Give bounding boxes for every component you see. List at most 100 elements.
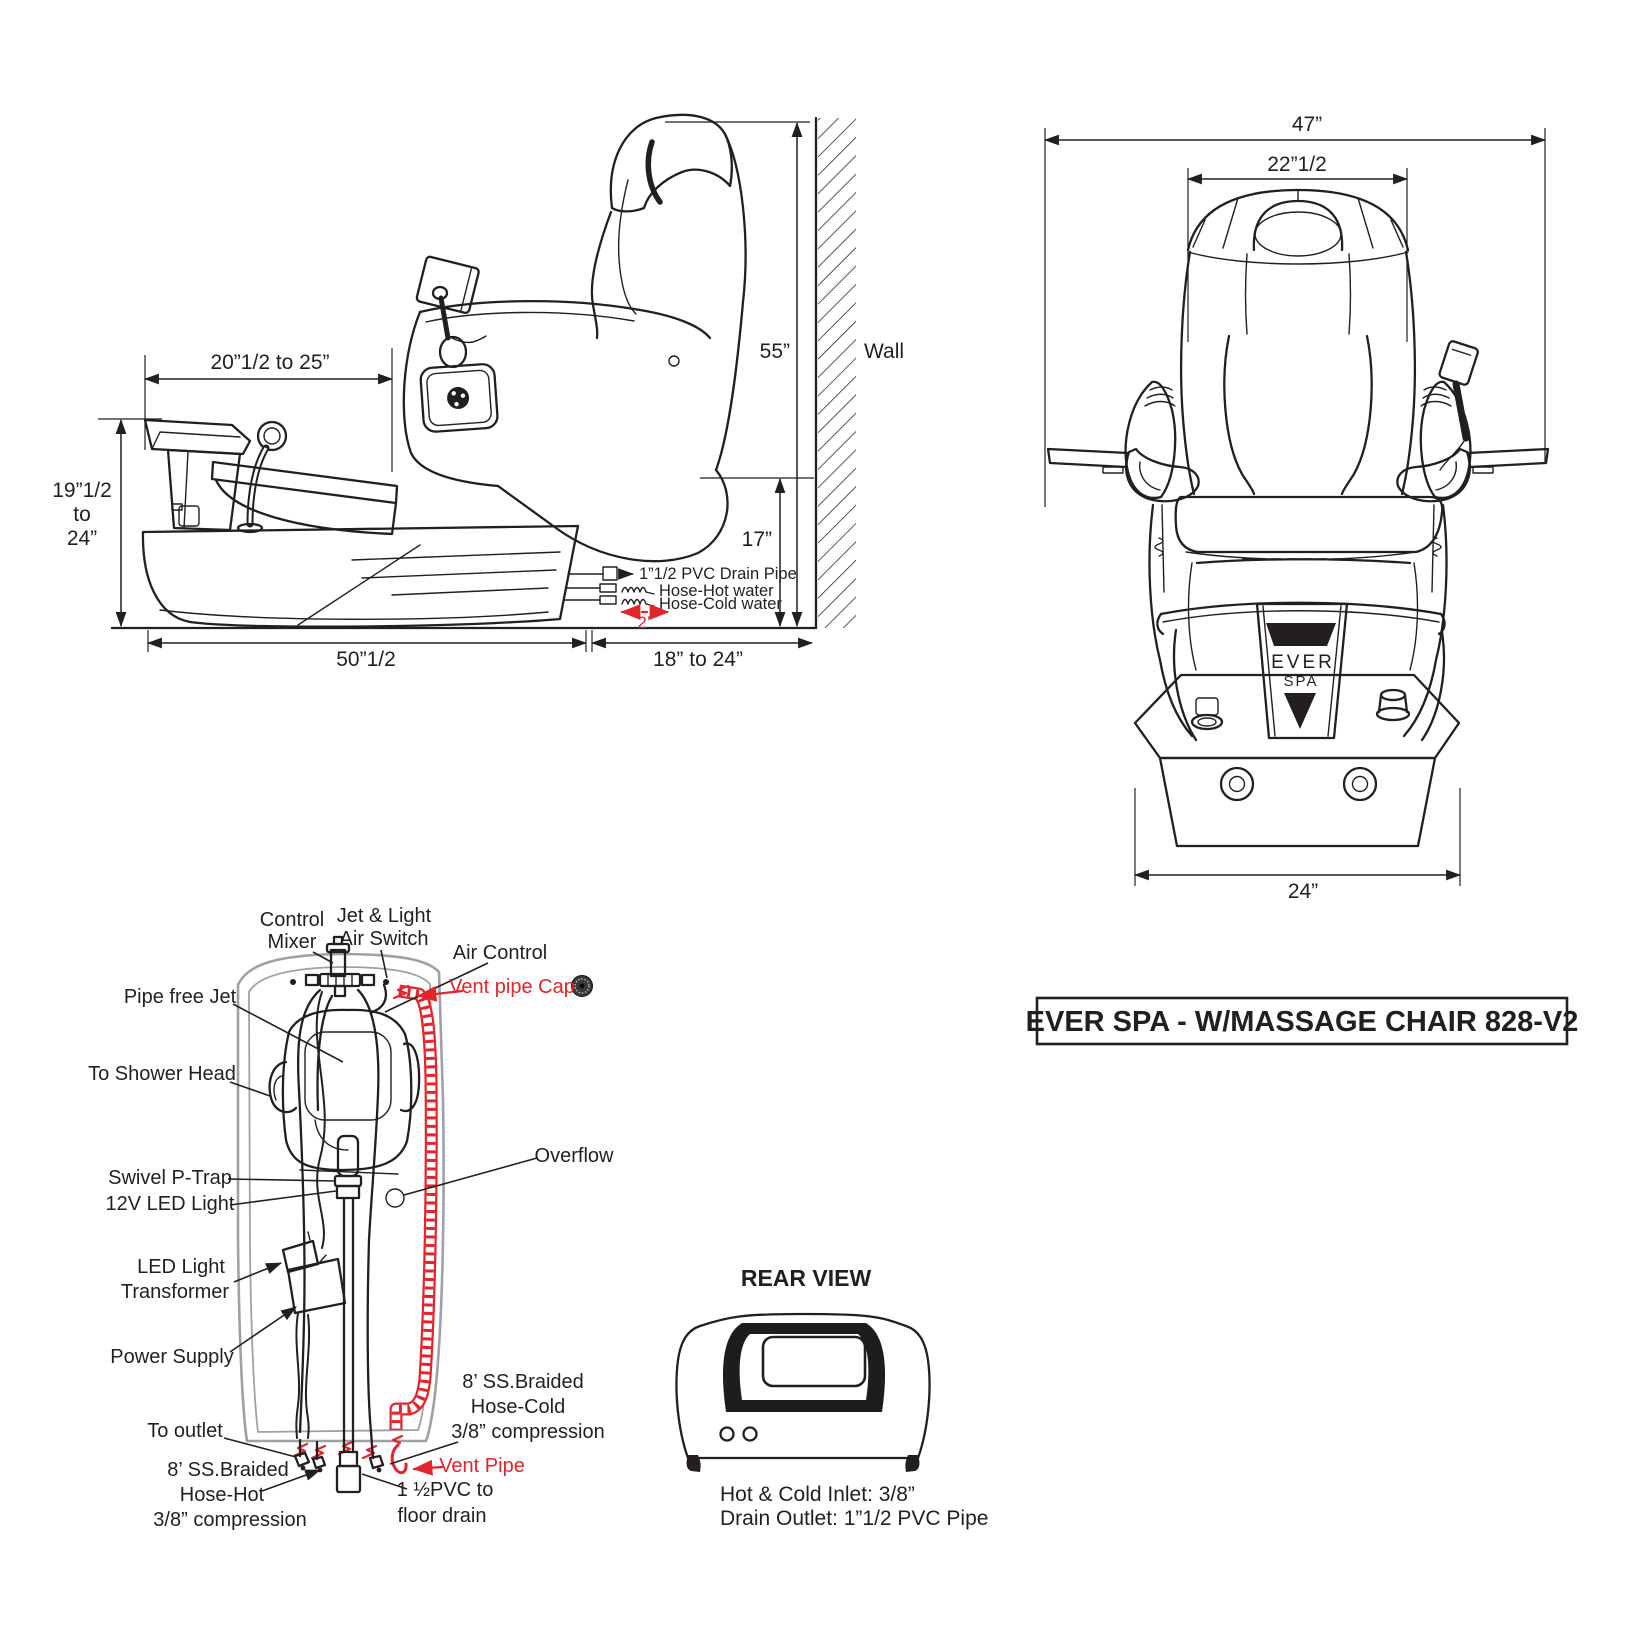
label-pvc-floor-1: 1 ½PVC to xyxy=(397,1479,494,1501)
vent-pipe-drawing xyxy=(292,984,438,1475)
wall: Wall xyxy=(814,116,904,630)
dim-footrest-depth: 20”1/2 to 25” xyxy=(143,348,394,472)
dim-basin-l2: to xyxy=(73,503,91,526)
label-vent-pipe-cap: Vent pipe Cap xyxy=(449,976,575,998)
callout-hose-hot: Hose-Hot water xyxy=(659,582,774,600)
dim-basin-l3: 24” xyxy=(67,527,97,550)
led-transformer-unit xyxy=(281,1231,347,1439)
dim-seat-height: 17” xyxy=(700,477,814,628)
label-led-transformer-2: Transformer xyxy=(121,1281,230,1303)
dim-base-label: 50”1/2 xyxy=(336,648,396,671)
wall-label: Wall xyxy=(864,340,904,363)
dim-base-width: 24” xyxy=(1133,788,1462,903)
right-knob xyxy=(1375,688,1411,722)
label-power-supply: Power Supply xyxy=(110,1346,233,1368)
wall-hatch xyxy=(818,118,856,628)
foot-basin xyxy=(210,460,399,536)
control-mixer-valve xyxy=(290,935,389,998)
dim-clearance-label: 18” to 24” xyxy=(653,648,743,671)
label-to-outlet: To outlet xyxy=(147,1420,223,1442)
footrest xyxy=(143,418,252,532)
base-front xyxy=(1133,673,1461,848)
side-view: Wall xyxy=(52,113,904,671)
drain-callouts: 1”1/2 PVC Drain Pipe Hose-Hot water Hose… xyxy=(618,565,797,613)
pocket-knob xyxy=(447,386,470,409)
jet-pump-unit xyxy=(268,1008,421,1208)
left-tray xyxy=(1046,447,1130,474)
logo-ever: EVER xyxy=(1271,652,1335,673)
headrest-slot xyxy=(645,139,663,205)
rear-window xyxy=(761,1335,867,1388)
dim-base-length: 50”1/2 xyxy=(146,630,588,671)
dim-seat-width: 22”1/2 xyxy=(1186,153,1409,342)
coil-cold xyxy=(621,598,655,607)
rear-view: REAR VIEW Hot & Cold Inlet: 3/8” Drain O… xyxy=(675,1265,988,1530)
logo-panel: EVER SPA xyxy=(1255,602,1349,740)
label-air-control: Air Control xyxy=(453,942,547,964)
label-air-switch: Air Switch xyxy=(340,928,429,950)
label-vent-pipe: Vent Pipe xyxy=(439,1455,525,1477)
dim-total-height: 55” xyxy=(665,121,810,628)
label-hose-hot-3: 3/8” compression xyxy=(153,1509,306,1531)
title-text: EVER SPA - W/MASSAGE CHAIR 828-V2 xyxy=(1026,1006,1579,1038)
front-view: EVER SPA 47” xyxy=(1043,113,1550,903)
label-hose-cold-1: 8’ SS.Braided xyxy=(462,1371,584,1393)
vent-pipe-cap-icon xyxy=(571,975,593,997)
chair-front-drawing: EVER SPA xyxy=(1046,188,1550,848)
label-12v-led-light: 12V LED Light xyxy=(106,1193,235,1215)
seat-pocket xyxy=(419,363,499,433)
label-jet-light: Jet & Light xyxy=(337,905,432,927)
dim-wall-clearance: 18” to 24” xyxy=(590,630,814,671)
rear-note-drain: Drain Outlet: 1”1/2 PVC Pipe xyxy=(720,1507,988,1530)
dim-overall-label: 47” xyxy=(1292,113,1322,136)
plumbing-labels: Control Mixer Jet & Light Air Switch Air… xyxy=(88,905,614,1531)
label-hose-hot-1: 8’ SS.Braided xyxy=(167,1459,289,1481)
title-block: EVER SPA - W/MASSAGE CHAIR 828-V2 xyxy=(1026,996,1579,1046)
dim-footrest-label: 20”1/2 to 25” xyxy=(210,351,329,374)
label-hose-hot-2: Hose-Hot xyxy=(180,1484,265,1506)
base-side xyxy=(141,524,580,628)
dim-basin-height: 19”1/2 to 24” xyxy=(52,418,162,628)
callout-drain-pipe: 1”1/2 PVC Drain Pipe xyxy=(639,565,797,583)
dim-height-label: 55” xyxy=(760,340,790,363)
label-overflow: Overflow xyxy=(535,1145,614,1167)
label-control-mixer: Control xyxy=(260,909,324,931)
plumbing-diagram: Control Mixer Jet & Light Air Switch Air… xyxy=(88,905,614,1531)
faucet xyxy=(236,420,288,534)
tablet-holder xyxy=(415,255,487,369)
label-pvc-floor-2: floor drain xyxy=(398,1505,487,1527)
rear-foot-right xyxy=(905,1455,920,1472)
overflow-fitting xyxy=(385,1188,405,1208)
logo-spa: SPA xyxy=(1284,673,1319,690)
logo-triangle xyxy=(1284,693,1316,729)
side-button xyxy=(668,355,680,367)
dim-base-width-label: 24” xyxy=(1288,880,1318,903)
chair-side-drawing xyxy=(141,113,747,628)
dim-basin-l1: 19”1/2 xyxy=(52,479,112,502)
label-to-shower-head: To Shower Head xyxy=(88,1063,236,1085)
left-knob xyxy=(1190,697,1224,731)
label-pipe-free-jet: Pipe free Jet xyxy=(124,986,237,1008)
dim-seat-width-label: 22”1/2 xyxy=(1267,153,1327,176)
remote-control xyxy=(1438,340,1479,471)
right-tray xyxy=(1466,447,1550,474)
label-control-mixer-2: Mixer xyxy=(268,931,317,953)
rear-port-2 xyxy=(742,1426,758,1442)
left-wing xyxy=(1124,380,1200,503)
dim-overall-width: 47” xyxy=(1043,113,1547,507)
rear-unit-drawing xyxy=(675,1312,931,1472)
label-hose-cold-2: Hose-Cold xyxy=(471,1396,565,1418)
dim-hose-label: 2’ xyxy=(637,613,650,632)
internal-hoses xyxy=(296,983,388,1434)
rear-view-title: REAR VIEW xyxy=(741,1265,872,1291)
coil-hot xyxy=(621,586,655,595)
rear-note-inlet: Hot & Cold Inlet: 3/8” xyxy=(720,1483,915,1506)
drain-fittings xyxy=(563,566,655,607)
dim-seat-label: 17” xyxy=(742,528,772,551)
label-hose-cold-3: 3/8” compression xyxy=(451,1421,604,1443)
p-trap-drain xyxy=(333,1134,363,1494)
rear-port-1 xyxy=(719,1426,735,1442)
soap-pump xyxy=(178,505,200,527)
